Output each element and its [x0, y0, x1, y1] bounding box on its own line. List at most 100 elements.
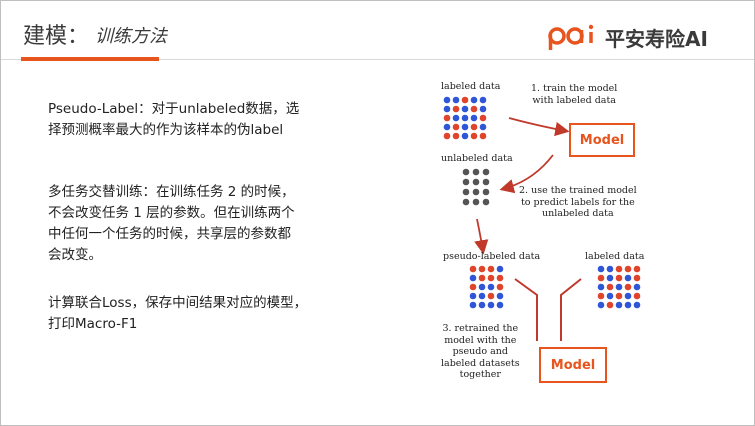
data-point — [469, 292, 477, 300]
caption-line: model with the — [444, 334, 517, 346]
diagram-graphics — [443, 96, 641, 341]
label-unlabeled-data: unlabeled data — [441, 153, 513, 164]
data-point — [469, 301, 477, 309]
pseudo-label-diagram: labeled data 1. train the model with lab… — [421, 71, 751, 421]
data-point — [443, 105, 451, 113]
data-point — [487, 283, 495, 291]
data-point — [443, 114, 451, 122]
data-point — [482, 198, 490, 206]
data-point — [462, 198, 470, 206]
data-point — [496, 292, 504, 300]
caption-line: pseudo and — [452, 346, 508, 357]
data-point — [606, 274, 614, 282]
data-point — [469, 283, 477, 291]
labeled-data-grid-bottom — [597, 265, 641, 309]
data-point — [597, 274, 605, 282]
data-point — [487, 274, 495, 282]
label-pseudo-labeled-data: pseudo-labeled data — [443, 251, 541, 262]
arrow-to-pseudo — [474, 218, 489, 255]
data-point — [478, 292, 486, 300]
step3-caption: 3. retrained the model with the pseudo a… — [441, 323, 520, 381]
data-point — [443, 123, 451, 131]
data-point — [479, 114, 487, 122]
labeled-data-grid-top — [443, 96, 487, 140]
data-point — [461, 105, 469, 113]
label-labeled-data-top: labeled data — [441, 81, 501, 92]
data-point — [482, 188, 490, 196]
data-point — [624, 274, 632, 282]
data-point — [478, 283, 486, 291]
data-point — [470, 132, 478, 140]
pai-logo-icon — [548, 24, 594, 50]
data-point — [472, 188, 480, 196]
data-point — [461, 132, 469, 140]
caption-line: 3. retrained the — [442, 323, 519, 334]
data-point — [597, 292, 605, 300]
data-point — [472, 178, 480, 186]
data-point — [443, 132, 451, 140]
data-point — [633, 265, 641, 273]
text-line: 中任何一个任务的时候，共享层的参数都 — [48, 226, 291, 242]
data-point — [452, 114, 460, 122]
text-line: 会改变。 — [48, 247, 102, 263]
data-point — [606, 301, 614, 309]
data-point — [606, 265, 614, 273]
data-point — [443, 96, 451, 104]
data-point — [478, 274, 486, 282]
data-point — [624, 292, 632, 300]
data-point — [624, 301, 632, 309]
title-divider — [1, 59, 754, 60]
arrow-to-model-top — [508, 117, 570, 137]
data-point — [452, 105, 460, 113]
data-point — [597, 301, 605, 309]
pseudo-labeled-data-grid — [469, 265, 504, 309]
title-accent-bar — [21, 57, 159, 61]
text-line: 择预测概率最大的作为该样本的伪label — [48, 122, 284, 138]
multitask-paragraph: 多任务交替训练：在训练任务 2 的时候， 不会改变任务 1 层的参数。但在训练两… — [48, 182, 378, 266]
model-box-top: Model — [569, 123, 635, 157]
data-point — [496, 301, 504, 309]
data-point — [470, 114, 478, 122]
data-point — [633, 283, 641, 291]
loss-paragraph: 计算联合Loss，保存中间结果对应的模型， 打印Macro-F1 — [48, 293, 378, 335]
data-point — [482, 178, 490, 186]
data-point — [462, 178, 470, 186]
text-line: 多任务交替训练：在训练任务 2 的时候， — [48, 184, 295, 200]
data-point — [615, 283, 623, 291]
data-point — [487, 292, 495, 300]
caption-line: with labeled data — [532, 94, 616, 106]
data-point — [615, 265, 623, 273]
data-point — [624, 283, 632, 291]
page-subtitle: 训练方法 — [95, 26, 167, 47]
data-point — [479, 96, 487, 104]
data-point — [496, 265, 504, 273]
data-point — [479, 105, 487, 113]
data-point — [462, 168, 470, 176]
label-labeled-data-bottom: labeled data — [585, 251, 645, 262]
data-point — [624, 265, 632, 273]
data-point — [597, 283, 605, 291]
data-point — [470, 123, 478, 131]
data-point — [469, 265, 477, 273]
step1-caption: 1. train the model with labeled data — [531, 83, 617, 106]
caption-line: 2. use the trained model — [519, 185, 637, 196]
data-point — [615, 301, 623, 309]
data-point — [461, 96, 469, 104]
data-point — [615, 292, 623, 300]
text-line: Pseudo-Label：对于unlabeled数据，选 — [48, 101, 300, 117]
data-point — [487, 265, 495, 273]
data-point — [482, 168, 490, 176]
unlabeled-data-grid — [462, 168, 490, 206]
text-line: 计算联合Loss，保存中间结果对应的模型， — [48, 295, 308, 311]
page-title: 建模： — [23, 24, 90, 49]
data-point — [479, 132, 487, 140]
arrow-to-unlabeled — [499, 154, 554, 194]
data-point — [633, 292, 641, 300]
data-point — [597, 265, 605, 273]
text-line: 不会改变任务 1 层的参数。但在训练两个 — [48, 205, 295, 221]
data-point — [472, 198, 480, 206]
connector-labeled-to-model — [560, 278, 582, 341]
caption-line: to predict labels for the — [520, 196, 635, 208]
data-point — [496, 274, 504, 282]
caption-line: 1. train the model — [531, 83, 618, 94]
